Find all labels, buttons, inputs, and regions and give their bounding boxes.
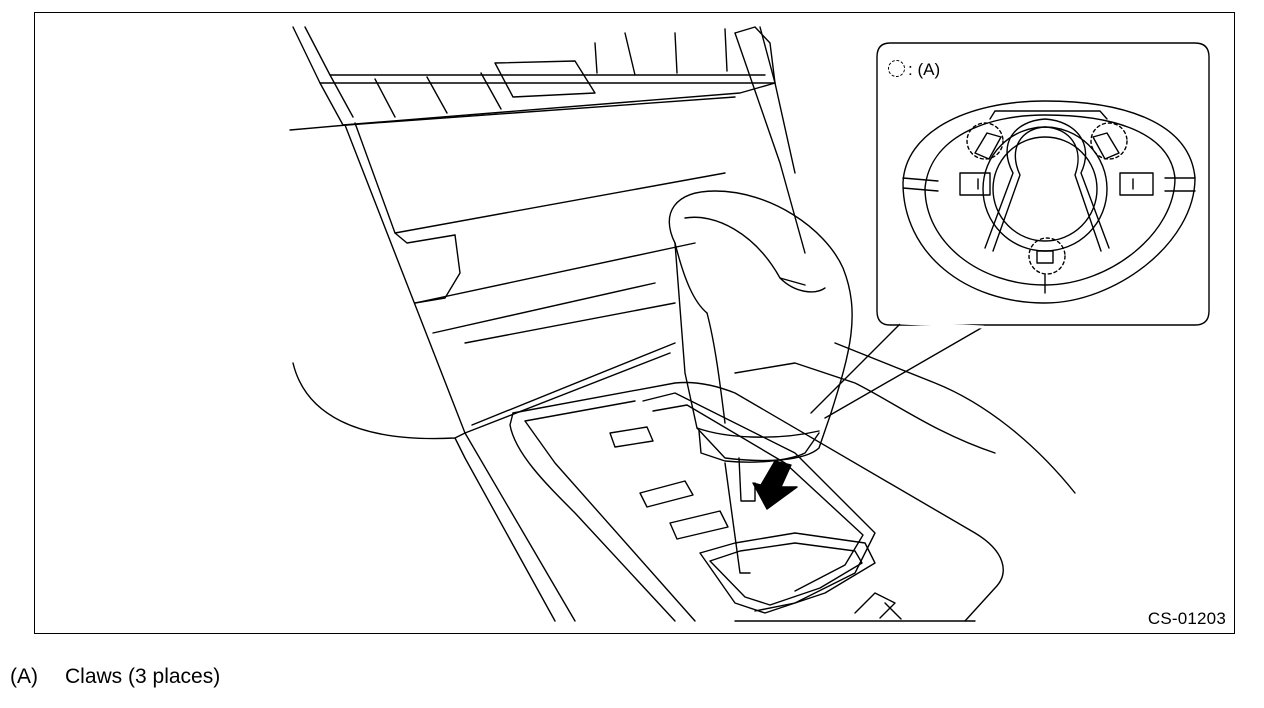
- dashed-circle-icon: [888, 60, 905, 77]
- dashboard-panel: [289, 26, 806, 434]
- callout-leaders: [810, 322, 984, 419]
- caption-text: Claws (3 places): [65, 665, 221, 688]
- inset-legend: : (A): [888, 60, 940, 80]
- center-console-side: [292, 342, 676, 622]
- shift-knob-illustration: [289, 26, 1210, 622]
- caption-key: (A): [10, 665, 38, 688]
- inset-detail-box: [876, 42, 1210, 329]
- figure-code: CS-01203: [1147, 609, 1226, 628]
- figure-frame: : (A) CS-01203: [34, 12, 1235, 634]
- legend-label: (A): [917, 60, 941, 79]
- shift-knob: [668, 190, 853, 502]
- legend-separator: :: [908, 60, 913, 79]
- shift-gate-plate: [509, 342, 1076, 622]
- down-arrow-icon: [752, 460, 798, 510]
- figure-caption: (A) Claws (3 places): [10, 665, 220, 689]
